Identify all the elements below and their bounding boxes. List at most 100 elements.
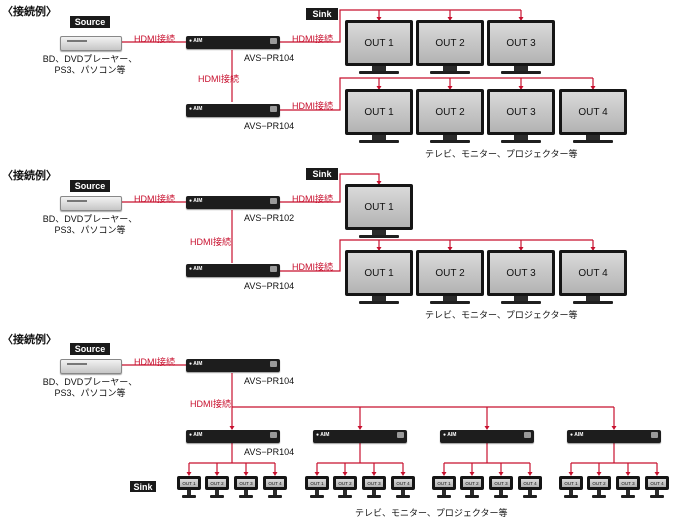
output-label: OUT 3: [490, 23, 552, 63]
sink-caption: テレビ、モニター、プロジェクター等: [425, 310, 578, 320]
tv-screen: OUT 3: [616, 476, 640, 490]
tv-screen: OUT 1: [305, 476, 329, 490]
output-label: OUT 1: [348, 23, 410, 63]
tv-base: [464, 495, 480, 498]
arrow-down-icon: [376, 86, 382, 90]
arrow-down-icon: [518, 17, 524, 21]
tv-stand: [443, 296, 457, 301]
tv-base: [429, 140, 471, 143]
model-label: AVS−PR102: [244, 213, 295, 223]
aim-logo: ● AIM: [189, 38, 203, 44]
tv-monitor: OUT 3: [362, 476, 386, 500]
output-label: OUT 2: [419, 253, 481, 293]
tv-screen: OUT 2: [416, 20, 484, 66]
source-device-caption-line2: PS3、パソコン等: [54, 225, 126, 235]
arrow-down-icon: [272, 472, 278, 476]
tv-monitor: OUT 2: [205, 476, 229, 500]
output-label: OUT 3: [365, 479, 383, 487]
tv-stand: [372, 296, 386, 301]
model-label: AVS−PR104: [244, 376, 295, 386]
tv-screen: OUT 1: [177, 476, 201, 490]
tv-stand: [527, 490, 533, 495]
model-label: AVS−PR104: [244, 53, 295, 63]
tv-base: [572, 140, 614, 143]
tv-screen: OUT 2: [416, 89, 484, 135]
tv-base: [436, 495, 452, 498]
tv-base: [500, 71, 542, 74]
section-title: 〈接続例〉: [2, 170, 57, 182]
model-label: AVS−PR104: [244, 447, 295, 457]
switch-button-icon: [524, 432, 531, 438]
tv-stand: [371, 490, 377, 495]
tv-monitor: OUT 3: [234, 476, 258, 500]
tv-screen: OUT 4: [645, 476, 669, 490]
source-player-device: [60, 359, 122, 374]
tv-screen: OUT 4: [559, 89, 627, 135]
hdmi-label: HDMI接続: [292, 262, 333, 272]
source-device-caption-line2: PS3、パソコン等: [54, 65, 126, 75]
tv-stand: [443, 66, 457, 71]
section-title: 〈接続例〉: [2, 6, 57, 18]
aim-logo: ● AIM: [189, 106, 203, 112]
tv-screen: OUT 1: [345, 20, 413, 66]
tv-monitor: OUT 2: [460, 476, 484, 500]
tv-screen: OUT 2: [460, 476, 484, 490]
tv-stand: [514, 135, 528, 140]
aim-logo: ● AIM: [570, 432, 584, 438]
switcher-device: ● AIM: [440, 430, 534, 443]
output-label: OUT 2: [590, 479, 608, 487]
tv-base: [500, 301, 542, 304]
tv-screen: OUT 4: [263, 476, 287, 490]
tv-screen: OUT 3: [487, 250, 555, 296]
sink-caption: テレビ、モニター、プロジェクター等: [355, 508, 508, 518]
output-label: OUT 3: [619, 479, 637, 487]
tv-screen: OUT 1: [345, 250, 413, 296]
tv-screen: OUT 1: [432, 476, 456, 490]
aim-logo: ● AIM: [189, 198, 203, 204]
switcher-device: ● AIM: [567, 430, 661, 443]
output-label: OUT 1: [348, 187, 410, 227]
output-label: OUT 3: [237, 479, 255, 487]
output-label: OUT 4: [521, 479, 539, 487]
tv-base: [358, 235, 400, 238]
model-label: AVS−PR104: [244, 281, 295, 291]
tv-monitor: OUT 1: [305, 476, 329, 500]
tv-base: [181, 495, 197, 498]
arrow-down-icon: [518, 86, 524, 90]
tv-base: [429, 301, 471, 304]
tv-stand: [586, 135, 600, 140]
tv-screen: OUT 3: [362, 476, 386, 490]
tv-monitor: OUT 4: [559, 89, 627, 145]
tv-base: [522, 495, 538, 498]
tv-base: [572, 301, 614, 304]
tv-screen: OUT 1: [345, 184, 413, 230]
hdmi-label: HDMI接続: [190, 399, 231, 409]
switch-button-icon: [270, 361, 277, 367]
switch-button-icon: [651, 432, 658, 438]
tv-screen: OUT 3: [234, 476, 258, 490]
tv-monitor: OUT 3: [487, 250, 555, 306]
hdmi-cable: [280, 9, 521, 43]
source-label: Source: [70, 16, 110, 28]
hdmi-label: HDMI接続: [292, 101, 333, 111]
arrow-down-icon: [376, 17, 382, 21]
aim-logo: ● AIM: [443, 432, 457, 438]
arrow-down-icon: [625, 472, 631, 476]
switch-button-icon: [270, 106, 277, 112]
tv-stand: [654, 490, 660, 495]
tv-base: [358, 301, 400, 304]
tv-base: [366, 495, 382, 498]
aim-logo: ● AIM: [316, 432, 330, 438]
arrow-down-icon: [376, 247, 382, 251]
tv-base: [591, 495, 607, 498]
switcher-device: ● AIM: [186, 104, 280, 117]
arrow-down-icon: [498, 472, 504, 476]
tv-stand: [514, 66, 528, 71]
hdmi-cable: [280, 173, 380, 203]
tv-monitor: OUT 2: [333, 476, 357, 500]
output-label: OUT 1: [435, 479, 453, 487]
tv-monitor: OUT 1: [345, 184, 413, 240]
hdmi-label: HDMI接続: [134, 357, 175, 367]
tv-screen: OUT 2: [587, 476, 611, 490]
